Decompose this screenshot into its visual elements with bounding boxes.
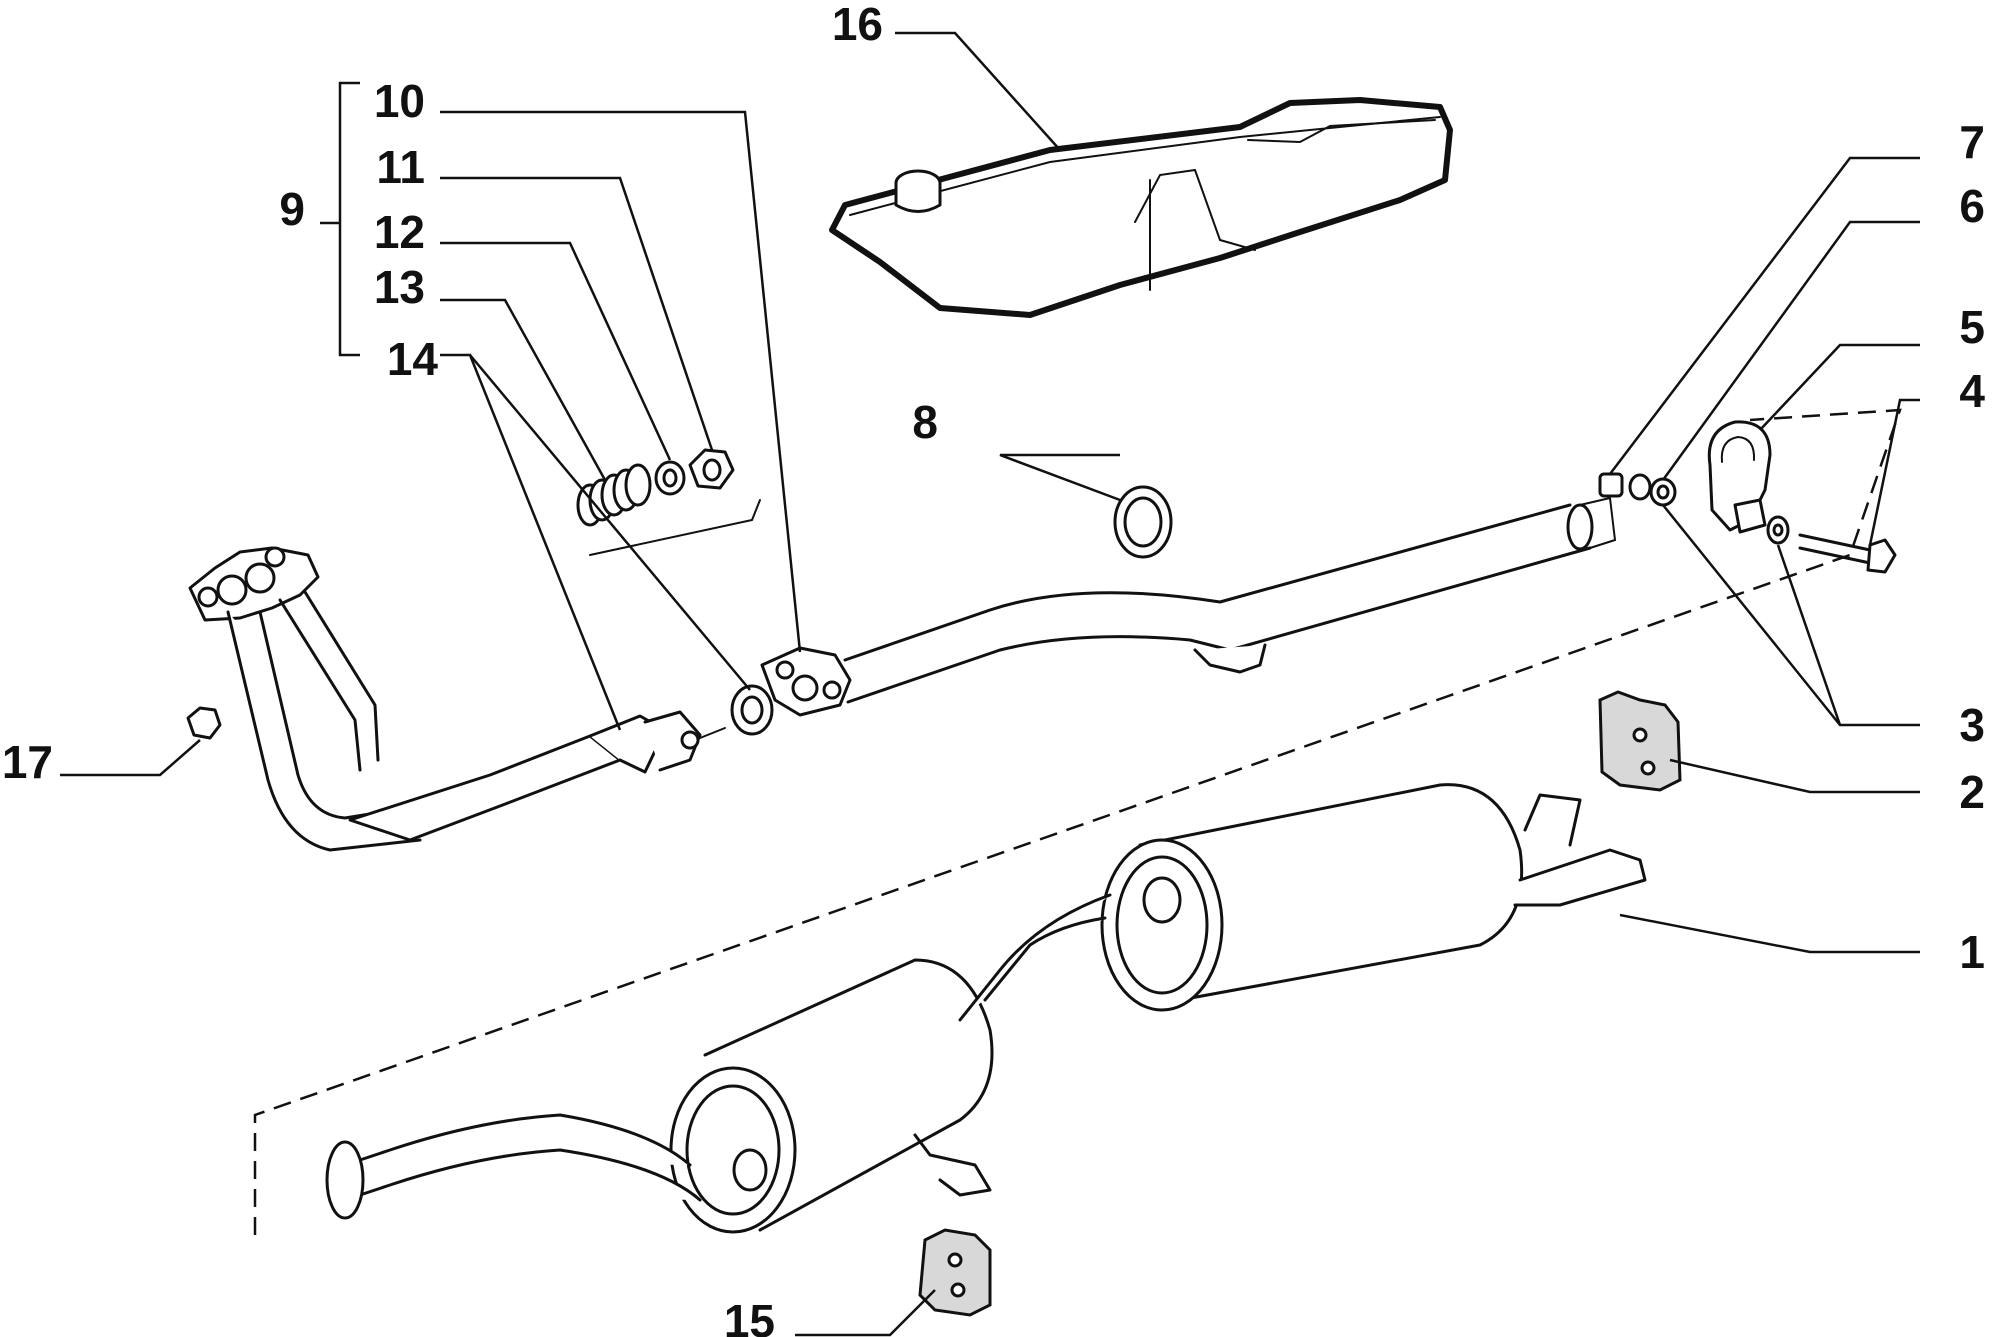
- rubber-hanger-part: [918, 1228, 992, 1317]
- callout-label: 7: [1959, 116, 1985, 168]
- callout-label: 8: [912, 396, 938, 448]
- callout-label: 12: [374, 206, 425, 258]
- nut-part: [186, 706, 222, 740]
- callout-label: 14: [387, 333, 439, 385]
- spacer-washer-part: [1649, 477, 1677, 507]
- gasket-ring-part: [1113, 485, 1173, 559]
- bushing-part: [1598, 472, 1652, 501]
- seal-ring-part: [730, 684, 774, 736]
- washer-part: [1766, 515, 1790, 545]
- callout-label: 15: [724, 1295, 775, 1337]
- callout-label: 3: [1959, 699, 1985, 751]
- front-downpipe-part: [188, 546, 726, 852]
- leader-lines: [60, 31, 1920, 1337]
- alignment-dashed-line: [253, 408, 1902, 1235]
- callout-label: 1: [1959, 926, 1985, 978]
- rear-silencer-assembly-part: [325, 783, 1647, 1234]
- callout-label: 4: [1959, 365, 1985, 417]
- washer-part: [654, 460, 686, 496]
- rubber-hanger-part: [1598, 690, 1682, 792]
- callout-label: 5: [1959, 301, 1985, 353]
- heat-shield-part: [829, 97, 1453, 318]
- callout-label: 11: [376, 141, 425, 193]
- spring-part: [576, 463, 652, 527]
- bolt-part: [1798, 533, 1897, 574]
- callout-label: 2: [1959, 766, 1985, 818]
- nut-part: [688, 448, 735, 490]
- callout-label: 17: [2, 736, 53, 788]
- callout-label: 6: [1959, 180, 1985, 232]
- clamp-part: [1707, 420, 1772, 534]
- callout-label: 13: [374, 261, 425, 313]
- callout-label: 16: [832, 0, 883, 50]
- callout-label: 10: [374, 75, 425, 127]
- callout-label: 9: [279, 183, 305, 235]
- intermediate-pipe-part: [760, 496, 1617, 717]
